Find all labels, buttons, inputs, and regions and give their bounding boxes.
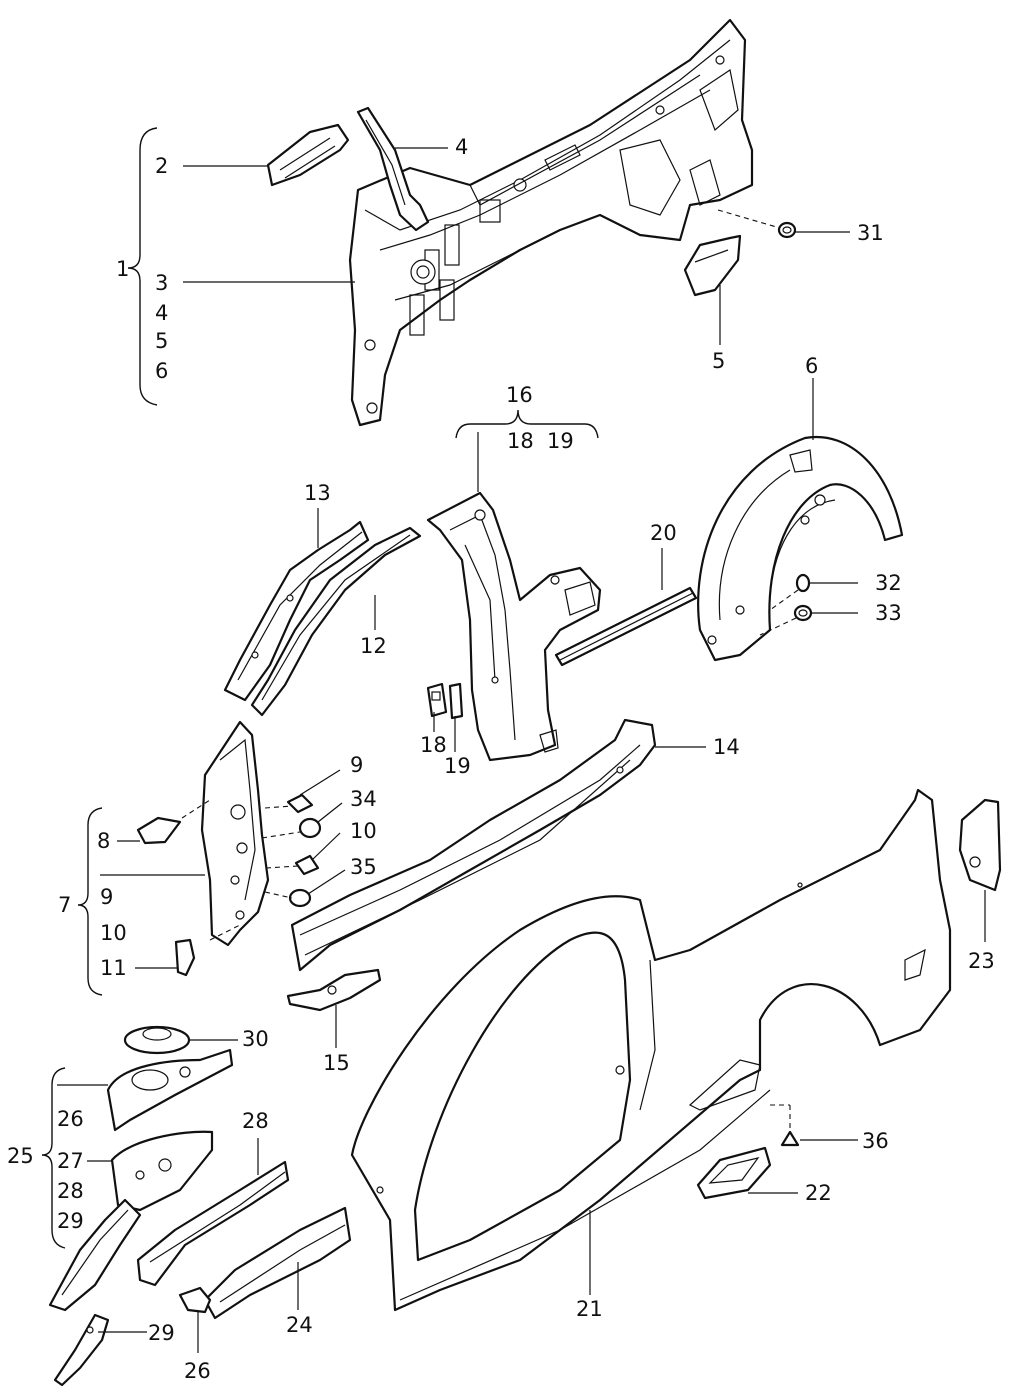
part-19-bracket [448,682,464,720]
part-30-mount-cap [123,1025,191,1055]
part-24-extension [203,1206,352,1320]
part-36-clip [780,1130,800,1147]
callout-9: 9 [350,753,363,777]
part-22-fuel-door-housing [696,1146,772,1200]
callout-26: 26 [57,1107,84,1131]
callout-28: 28 [242,1109,269,1133]
callout-13: 13 [304,481,331,505]
callout-6: 6 [155,359,168,383]
callout-15: 15 [323,1051,350,1075]
callout-19: 19 [444,754,471,778]
part-29-small-bracket [53,1313,110,1387]
callout-9: 9 [100,885,113,909]
part-6-wheel-house [697,435,904,662]
part-26-strut-tower [106,1048,234,1132]
callout-25: 25 [7,1144,34,1168]
callout-3: 3 [155,271,168,295]
brace-16 [455,409,599,439]
brace-7 [77,807,103,996]
callout-4: 4 [455,135,468,159]
part-5-bracket [683,234,742,297]
callout-18: 18 [507,429,534,453]
callout-4: 4 [155,301,168,325]
callout-33: 33 [875,601,902,625]
callout-18: 18 [420,733,447,757]
callout-29: 29 [57,1209,84,1233]
leader-lines [57,147,986,1353]
callout-32: 32 [875,571,902,595]
callout-31: 31 [857,221,884,245]
callout-30: 30 [242,1027,269,1051]
part-35-plug [288,888,312,908]
callout-36: 36 [862,1129,889,1153]
rear-inner-panel-assembly [348,18,754,427]
part-16-b-pillar [426,491,602,762]
callout-5: 5 [155,329,168,353]
callout-5: 5 [712,349,725,373]
part-34-plug [298,817,322,839]
part-7-a-pillar [200,720,270,947]
callout-16: 16 [506,383,533,407]
callout-19: 19 [547,429,574,453]
part-29-lower-member [48,1198,142,1312]
callout-23: 23 [968,949,995,973]
callout-34: 34 [350,787,377,811]
callout-27: 27 [57,1149,84,1173]
callout-2: 2 [155,154,168,178]
callout-22: 22 [805,1181,832,1205]
callout-6: 6 [805,354,818,378]
part-2-bracket [266,123,350,187]
part-10-plate [294,854,320,876]
part-23-corner-piece [958,798,1002,892]
callout-14: 14 [713,735,740,759]
callout-29: 29 [148,1321,175,1345]
callout-10: 10 [350,819,377,843]
part-28-rail [136,1160,290,1287]
callout-26: 26 [184,1359,211,1383]
part-26-small-cap [178,1286,212,1314]
brace-1 [127,127,158,406]
part-27-panel [110,1130,214,1212]
callout-12: 12 [360,634,387,658]
part-33-plug [793,604,813,622]
brace-25 [41,1067,66,1249]
part-8-clip [136,816,182,845]
part-12-roof-rail [250,526,422,717]
callout-1: 1 [116,257,129,281]
callout-20: 20 [650,521,677,545]
part-13-roof-rail-inner [223,520,370,702]
part-32-plug [795,573,811,593]
callout-10: 10 [100,921,127,945]
callout-7: 7 [58,893,71,917]
part-18-bracket [426,682,448,718]
part-9-plate [286,793,314,814]
callout-8: 8 [97,829,110,853]
part-11-bracket [174,938,196,977]
part-15-bracket [286,968,382,1012]
part-4-pillar-strip [356,106,430,232]
callout-11: 11 [100,956,127,980]
part-31-grommet [777,221,797,239]
callout-21: 21 [576,1297,603,1321]
callout-28: 28 [57,1179,84,1203]
callout-35: 35 [350,855,377,879]
part-21-outer-side-panel [350,788,952,1312]
callout-24: 24 [286,1313,313,1337]
part-14-sill [290,718,657,972]
callout-labels: 1 2 3 4 5 6 4 31 5 6 16 18 19 13 20 32 3… [7,135,995,1383]
part-20-seal-strip [554,586,698,667]
